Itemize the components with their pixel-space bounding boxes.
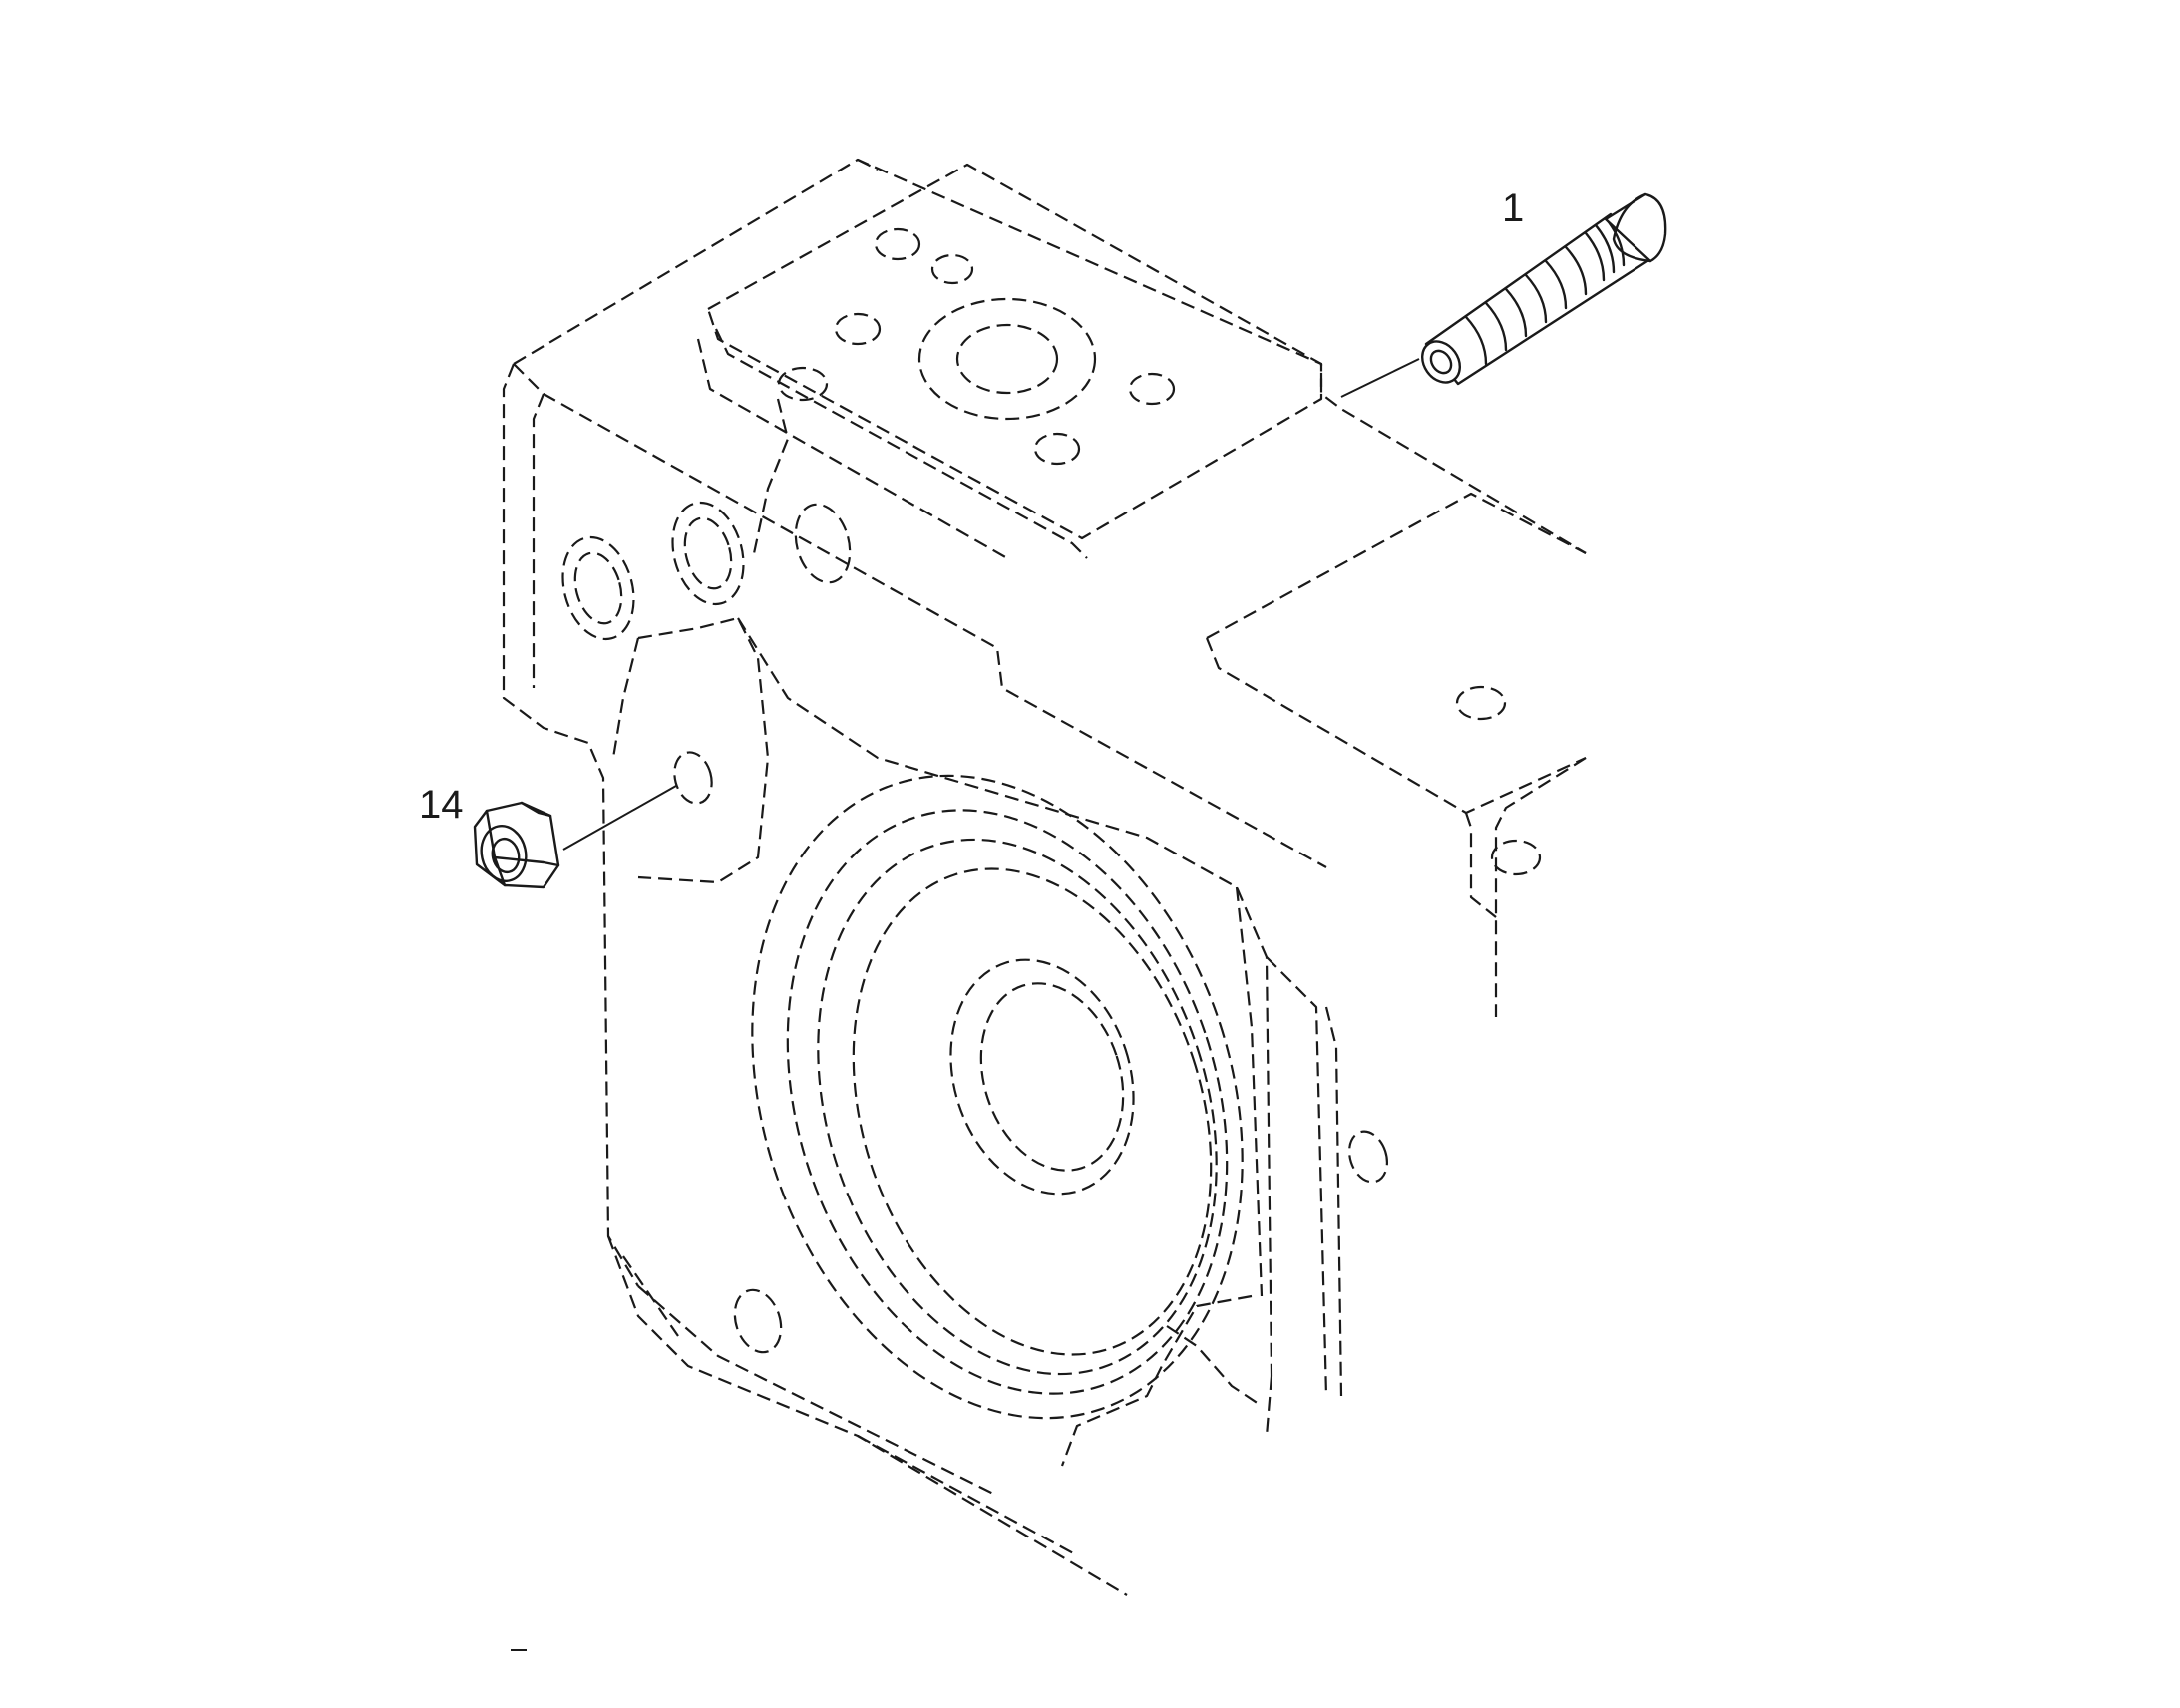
callout-1-leader — [1340, 358, 1420, 398]
hex-nut-icon[interactable] — [473, 801, 560, 889]
pump-housing-phantom — [502, 158, 1587, 1596]
callout-14: 14 — [419, 783, 464, 827]
stud-icon[interactable] — [1414, 192, 1667, 390]
callout-1: 1 — [1502, 186, 1524, 230]
stud-threads — [1464, 216, 1626, 366]
callout-14-leader — [562, 785, 677, 851]
